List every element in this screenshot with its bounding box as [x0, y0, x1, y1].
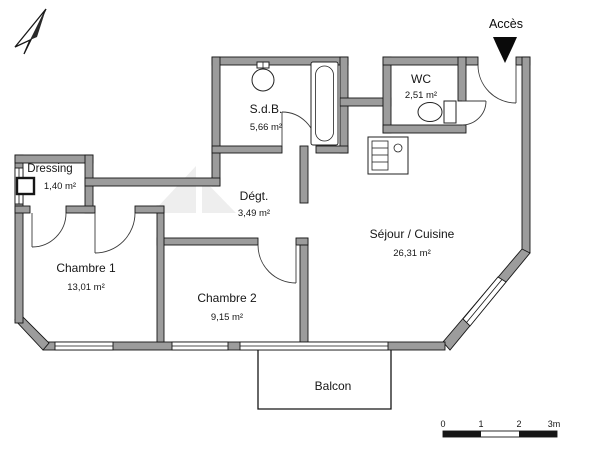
wall: [295, 237, 309, 246]
room-area-dressing: 1,40 m²: [44, 181, 76, 192]
wall: [14, 154, 94, 164]
scale-label-2: 2: [516, 419, 521, 429]
wall: [457, 56, 467, 102]
fixtures: [15, 61, 457, 196]
entry-label: Accès: [489, 17, 523, 31]
room-area-wc: 2,51 m²: [405, 90, 437, 101]
radiator-icon: [15, 176, 36, 196]
doors: [31, 64, 517, 284]
room-area-degt: 3,49 m²: [238, 208, 270, 219]
scale-label-0: 0: [440, 419, 445, 429]
wall: [382, 56, 479, 66]
wall: [299, 145, 309, 204]
room-label-balcon: Balcon: [315, 379, 352, 393]
entry-door: [477, 64, 517, 104]
wall: [156, 205, 165, 343]
watermark: [152, 166, 236, 213]
room-area-sejour: 26,31 m²: [393, 248, 431, 259]
room-label-chambre1: Chambre 1: [56, 261, 116, 275]
wall: [382, 56, 392, 134]
window-chambre1: [54, 341, 114, 351]
room-label-degt: Dégt.: [240, 189, 269, 203]
wall: [382, 124, 467, 134]
kitchen-unit-icon: [367, 136, 409, 175]
scale-bar: 0 1 2 3m: [440, 419, 561, 438]
balcony-outline: [257, 350, 392, 410]
wall: [14, 205, 31, 214]
chambre2-door: [257, 244, 297, 284]
window-balcony: [239, 341, 389, 351]
wall: [211, 145, 283, 154]
room-label-sdb: S.d.B.: [250, 102, 283, 116]
wall: [65, 205, 96, 214]
bathtub-icon: [310, 61, 339, 146]
room-area-sdb: 5,66 m²: [250, 122, 282, 133]
wall: [521, 56, 531, 254]
down-arrow-icon: [493, 37, 517, 63]
labels: Accès WC 2,51 m² S.d.B. 5,66 m² Dressing…: [27, 17, 523, 393]
room-label-dressing: Dressing: [27, 163, 72, 175]
wall: [84, 177, 221, 187]
window-sejour-diagonal: [462, 276, 507, 327]
wall: [211, 56, 221, 187]
chambre1-door: [94, 212, 136, 254]
wall: [299, 237, 309, 343]
wall: [315, 145, 349, 154]
wall: [134, 205, 165, 214]
window-chambre2: [171, 341, 229, 351]
toilet-icon: [417, 100, 457, 124]
dressing-door: [31, 212, 67, 248]
wall: [156, 237, 259, 246]
room-area-chambre1: 13,01 m²: [67, 282, 105, 293]
room-label-sejour: Séjour / Cuisine: [370, 227, 455, 241]
wc-door: [461, 100, 487, 126]
scale-label-1: 1: [478, 419, 483, 429]
scale-label-3: 3m: [548, 419, 561, 429]
room-area-chambre2: 9,15 m²: [211, 312, 243, 323]
north-arrow-icon: [14, 8, 47, 55]
room-label-chambre2: Chambre 2: [197, 291, 257, 305]
room-label-wc: WC: [411, 72, 431, 86]
washbasin-icon: [251, 61, 275, 92]
